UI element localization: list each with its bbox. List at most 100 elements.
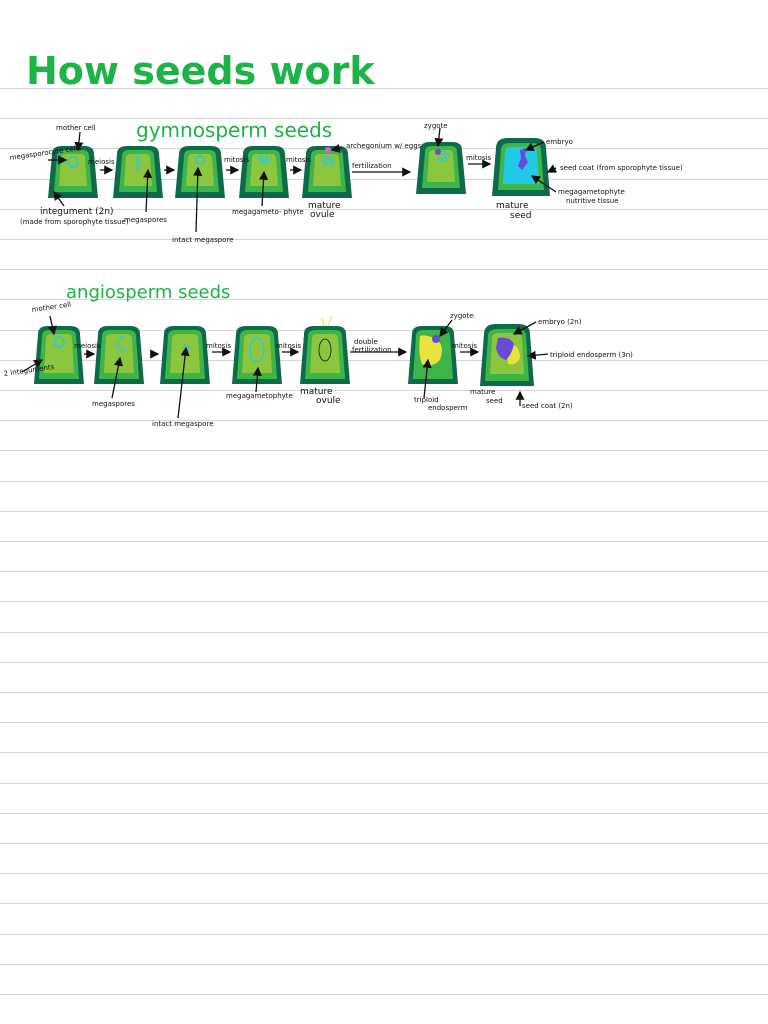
ruled-line <box>0 420 768 421</box>
gymno-label-archegonium: archegonium w/ eggs <box>346 142 422 150</box>
ruled-line <box>0 722 768 723</box>
ruled-line <box>0 179 768 180</box>
ruled-line <box>0 239 768 240</box>
gymno-ovule-3 <box>175 146 225 198</box>
ruled-line <box>0 88 768 89</box>
angio-label-mature-ovule-1: mature <box>300 387 333 397</box>
mother-cell-icon <box>67 156 79 168</box>
ruled-line <box>0 390 768 391</box>
gymno-embryo-icon <box>518 148 528 170</box>
gymno-label-intact-megaspore: intact megaspore <box>172 236 234 244</box>
angio-label-mature-ovule-2: ovule <box>316 396 341 406</box>
angio-label-triploid-2: endosperm <box>428 404 468 412</box>
angio-label-mature-seed-1: mature <box>470 388 495 396</box>
ruled-line <box>0 873 768 874</box>
gametophyte-cells-icon <box>320 155 336 167</box>
gymno-label-integument-note: (made from sporophyte tissue) <box>20 218 129 226</box>
angio-label-mitosis-3: mitosis <box>452 342 477 350</box>
page-title: How seeds work <box>26 49 375 93</box>
gymno-label-integument: integument (2n) <box>40 207 114 217</box>
megaspore-icon <box>120 347 126 353</box>
angio-label-mitosis-1: mitosis <box>206 342 231 350</box>
angio-label-mother-cell: mother cell <box>31 301 72 314</box>
angio-label-intact-megaspore: intact megaspore <box>152 420 214 428</box>
angio-label-double-fert-2: fertilization <box>352 346 392 354</box>
megaspore-icon <box>135 159 141 165</box>
gymno-arrows <box>48 127 558 233</box>
gymno-label-mother-cell: mother cell <box>56 124 96 132</box>
ruled-line <box>0 148 768 149</box>
ruled-line <box>0 269 768 270</box>
ruled-line <box>0 330 768 331</box>
angiosperm-heading: angiosperm seeds <box>66 282 230 303</box>
embryo-sac-icon <box>249 337 265 363</box>
gymno-label-mitosis-1: mitosis <box>224 156 249 164</box>
ruled-line <box>0 903 768 904</box>
gymno-ovule-4 <box>239 146 289 198</box>
ruled-line <box>0 299 768 300</box>
gymno-label-mature-seed-2: seed <box>510 211 531 221</box>
angio-ovule-6 <box>408 326 458 384</box>
ruled-line <box>0 692 768 693</box>
megaspore-icon <box>135 165 141 171</box>
ruled-line <box>0 752 768 753</box>
gymno-label-mature-ovule-2: ovule <box>310 210 335 220</box>
zygote-icon <box>432 335 440 343</box>
gymno-label-meiosis: meiosis <box>88 158 115 166</box>
gymno-label-fertilization: fertilization <box>352 162 392 170</box>
ruled-line <box>0 783 768 784</box>
gymno-ovule-2 <box>113 146 163 198</box>
gymno-label-zygote: zygote <box>424 122 448 130</box>
gymno-ovule-6 <box>416 142 466 194</box>
megaspore-icon <box>119 335 125 341</box>
ruled-line <box>0 571 768 572</box>
gymno-label-seed-coat: seed coat (from sporophyte tissue) <box>560 164 683 172</box>
gymno-label-megagametophyte: megagameto- phyte <box>232 208 304 216</box>
ruled-line <box>0 209 768 210</box>
gymno-label-mitosis-2: mitosis <box>286 156 311 164</box>
angio-label-zygote: zygote <box>450 312 474 320</box>
ruled-line <box>0 843 768 844</box>
gymnosperm-heading: gymnosperm seeds <box>136 118 332 142</box>
zygote-cells-icon <box>437 150 450 163</box>
angio-mature-seed <box>480 324 534 386</box>
ruled-line <box>0 813 768 814</box>
angio-label-embryo: embryo (2n) <box>538 318 582 326</box>
ruled-line <box>0 118 768 119</box>
angio-label-mitosis-2: mitosis <box>276 342 301 350</box>
zygote-icon <box>435 149 441 155</box>
angio-label-triploid-1: triploid <box>414 396 439 404</box>
ruled-line <box>0 964 768 965</box>
ruled-line <box>0 662 768 663</box>
gymno-mature-seed <box>492 138 550 196</box>
angio-ovule-5 <box>300 315 350 384</box>
archegonium-icon <box>325 147 331 153</box>
gymno-label-mature-ovule-1: mature <box>308 201 341 211</box>
angio-label-mature-seed-2: seed <box>486 397 503 405</box>
ruled-line <box>0 511 768 512</box>
gymno-label-megagametophyte-2: megagametophyte <box>558 188 625 196</box>
gymno-label-mature-seed-1: mature <box>496 201 529 211</box>
mother-cell-icon <box>53 336 65 348</box>
pollen-tube-icon <box>321 315 333 327</box>
megaspore-icon <box>115 342 121 348</box>
angio-ovule-1 <box>34 326 84 384</box>
angio-label-double-fert-1: double <box>354 338 378 346</box>
ruled-line <box>0 601 768 602</box>
angio-arrows <box>21 315 549 419</box>
gymno-label-embryo: embryo <box>546 138 573 146</box>
angio-label-meiosis: meiosis <box>74 342 101 350</box>
ruled-line <box>0 934 768 935</box>
ruled-line <box>0 450 768 451</box>
ruled-line <box>0 632 768 633</box>
embryo-sac-icon <box>318 338 332 362</box>
angio-label-megagametophyte: megagametophyte <box>226 392 293 400</box>
angio-embryo-icon <box>496 337 514 360</box>
ruled-line <box>0 481 768 482</box>
gymno-label-megaspores: megaspores <box>124 216 167 224</box>
angio-label-seed-coat: seed coat (2n) <box>522 402 573 410</box>
gymno-label-mitosis-3: mitosis <box>466 154 491 162</box>
ruled-line <box>0 541 768 542</box>
